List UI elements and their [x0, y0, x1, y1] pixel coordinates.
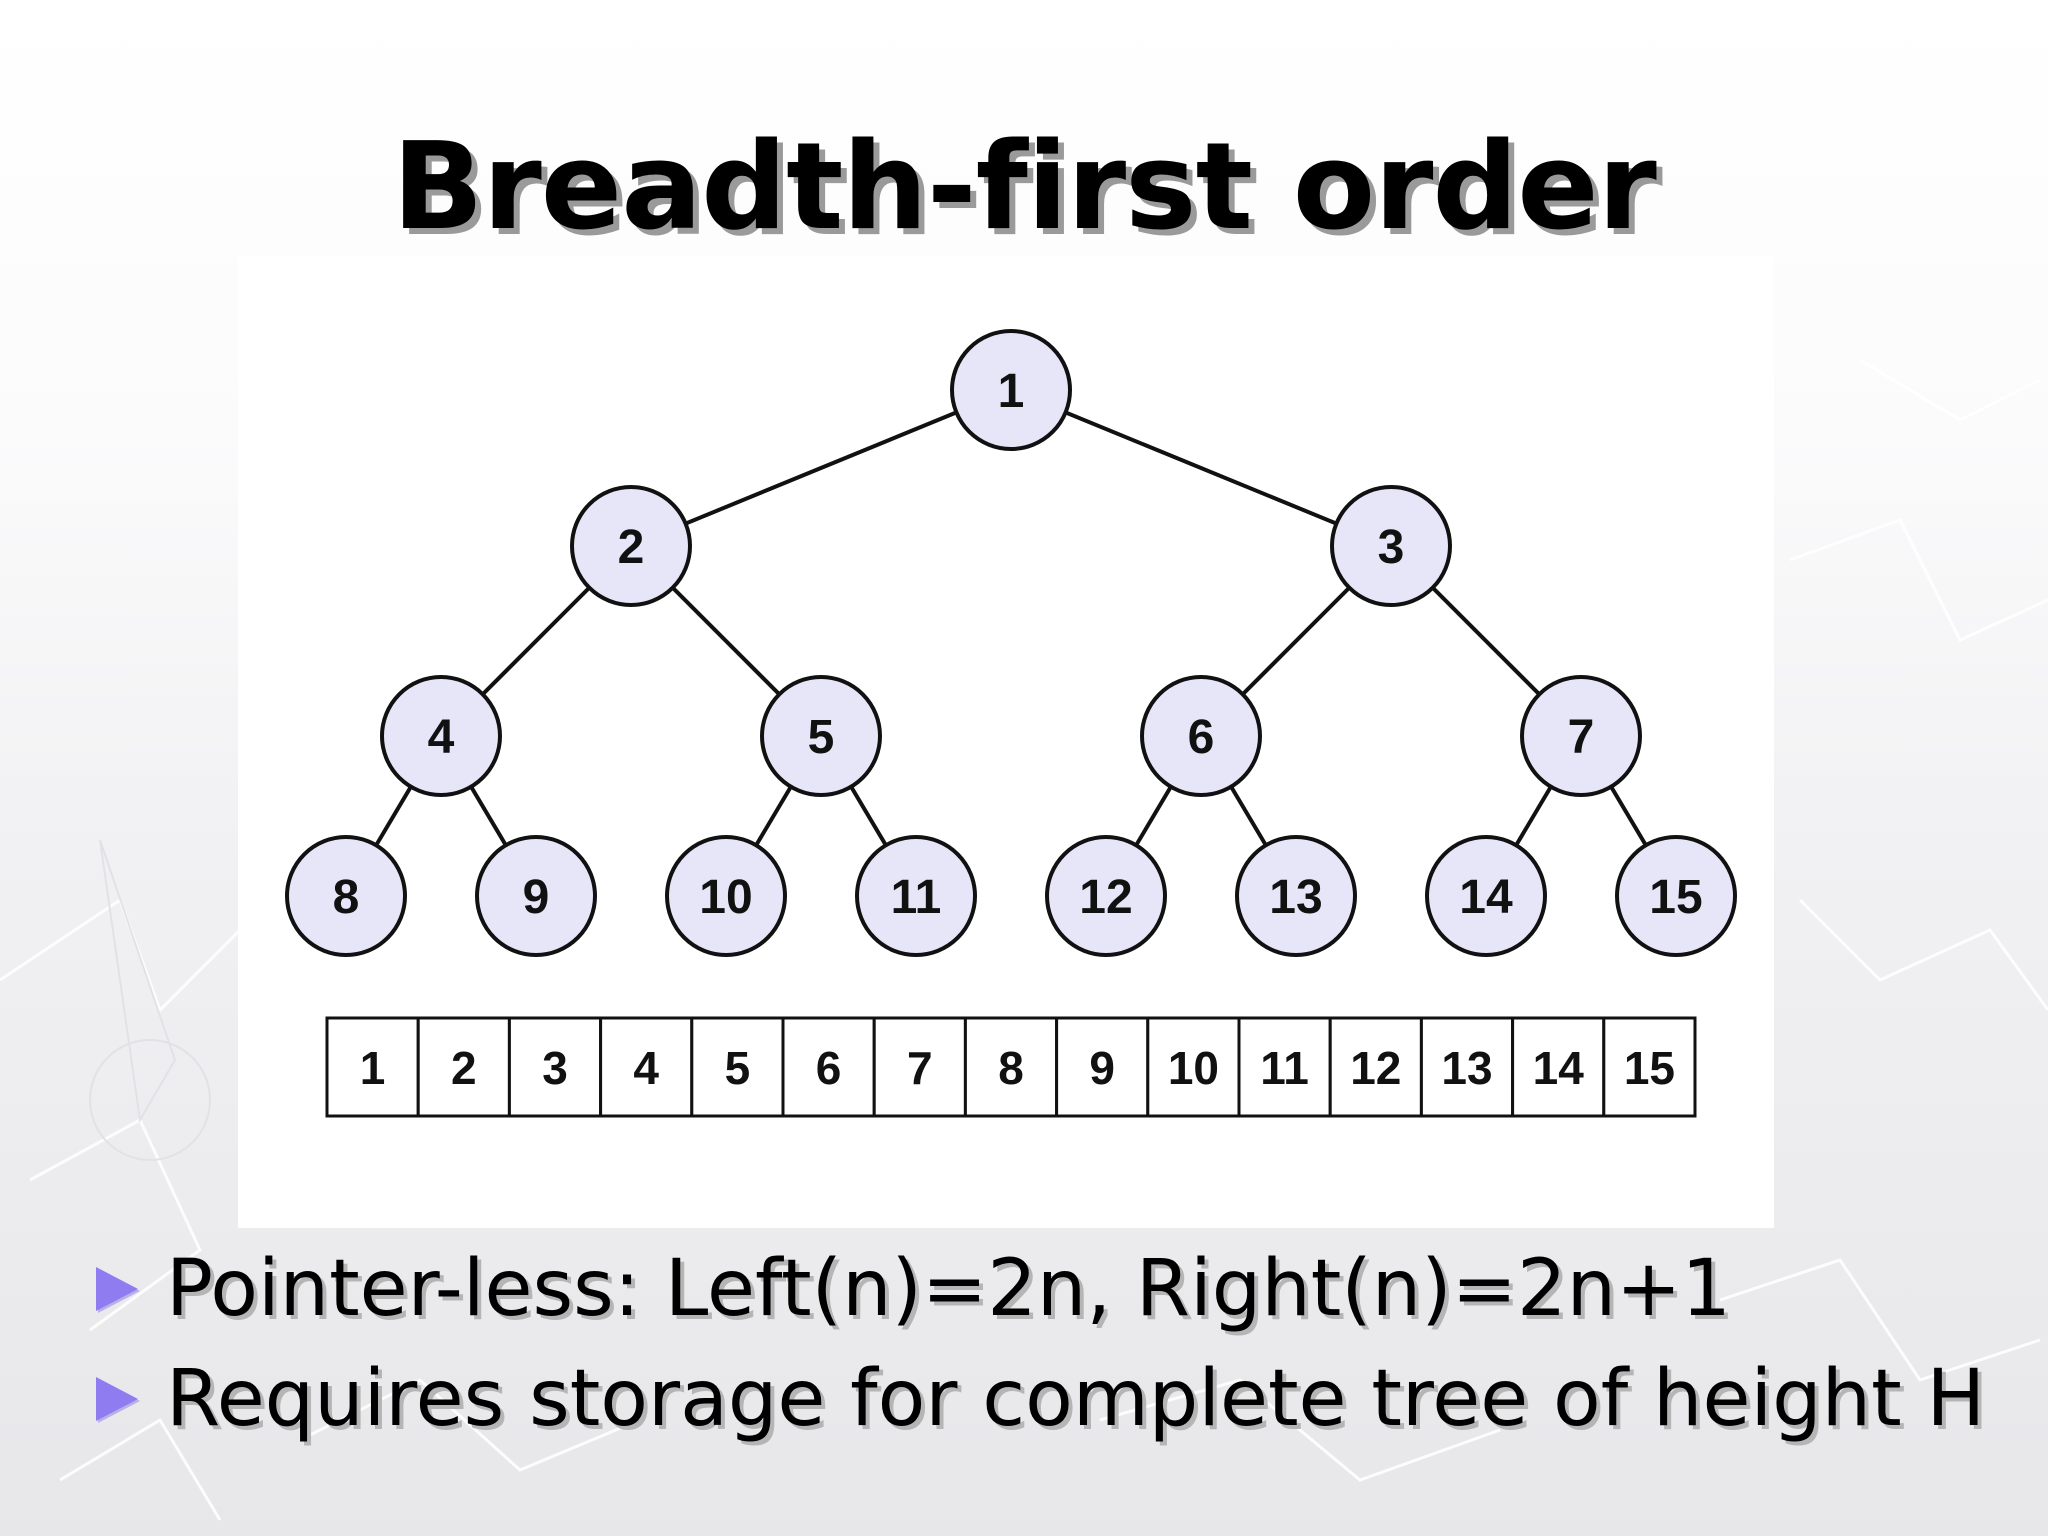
tree-node: 14 [1425, 835, 1547, 957]
bullet-text: Pointer-less: Left(n)=2n, Right(n)=2n+1 [166, 1244, 1732, 1334]
tree-node: 12 [1045, 835, 1167, 957]
array-cell-label: 8 [998, 1042, 1024, 1094]
array-cell [1237, 1016, 1332, 1118]
array-cell-label: 14 [1533, 1042, 1585, 1094]
tree-node-circle [1615, 835, 1737, 957]
array-cell [1055, 1016, 1150, 1118]
tree-node: 6 [1140, 675, 1262, 797]
tree-node-label: 14 [1459, 871, 1513, 924]
array-cell [963, 1016, 1059, 1118]
tree-node: 7 [1520, 675, 1642, 797]
array-cell [1419, 1016, 1515, 1118]
array-cell-label: 9 [1089, 1042, 1115, 1094]
tree-edge [630, 388, 1012, 548]
tree-node-circle [1140, 675, 1262, 797]
array-cell-label: 5 [725, 1042, 751, 1094]
tree-node-label: 5 [808, 711, 835, 764]
array-cell-label: 6 [816, 1042, 842, 1094]
tree-node-label: 12 [1079, 871, 1132, 924]
tree-node-label: 7 [1568, 711, 1595, 764]
tree-node-circle [1330, 485, 1452, 607]
tree-node: 5 [760, 675, 882, 797]
tree-node: 1 [950, 329, 1072, 451]
tree-node: 9 [475, 835, 597, 957]
tree-node-circle [1235, 835, 1357, 957]
tree-node: 11 [855, 835, 977, 957]
slide-title: Breadth-first order [392, 118, 1657, 257]
tree-node-circle [760, 675, 882, 797]
triangle-bullet-icon [96, 1377, 138, 1421]
tree-node-circle [1520, 675, 1642, 797]
tree-node-circle [1425, 835, 1547, 957]
array-cell [325, 1016, 420, 1118]
tree-node: 2 [570, 485, 692, 607]
bullet-item: Requires storage for complete tree of he… [96, 1344, 1996, 1454]
tree-node-label: 6 [1188, 711, 1215, 764]
tree-edge [1010, 388, 1392, 548]
tree-node-label: 1 [998, 365, 1025, 418]
tree-node: 4 [380, 675, 502, 797]
tree-node-circle [570, 485, 692, 607]
tree-node-circle [665, 835, 787, 957]
array-cell [1602, 1016, 1697, 1118]
array-cell-label: 15 [1624, 1042, 1675, 1094]
tree-node-label: 4 [428, 711, 455, 764]
tree-node-circle [950, 329, 1072, 451]
tree-node-label: 11 [891, 871, 942, 924]
triangle-bullet-icon [96, 1267, 138, 1311]
tree-node-label: 9 [523, 871, 550, 924]
tree-node-circle [285, 835, 407, 957]
tree-node-label: 15 [1649, 871, 1702, 924]
tree-node: 10 [665, 835, 787, 957]
tree-node-label: 13 [1269, 871, 1322, 924]
tree-node-circle [1045, 835, 1167, 957]
array-cell-label: 12 [1350, 1042, 1401, 1094]
array-cell [507, 1016, 603, 1118]
tree-node: 3 [1330, 485, 1452, 607]
bullet-text: Requires storage for complete tree of he… [166, 1354, 1986, 1444]
tree-node-label: 10 [699, 871, 752, 924]
array-cell [1511, 1016, 1606, 1118]
array-cell [872, 1016, 967, 1118]
tree-node: 15 [1615, 835, 1737, 957]
array-cell [599, 1016, 694, 1118]
tree-node-circle [855, 835, 977, 957]
tree-node: 8 [285, 835, 407, 957]
array-cell-label: 2 [451, 1042, 477, 1094]
tree-edges [344, 388, 1678, 898]
array-cell-label: 11 [1260, 1042, 1309, 1094]
tree-node-circle [475, 835, 597, 957]
array-cell-label: 10 [1168, 1042, 1219, 1094]
array-cell-label: 13 [1441, 1042, 1492, 1094]
bullet-list: Pointer-less: Left(n)=2n, Right(n)=2n+1 … [96, 1234, 1996, 1454]
array-cell-label: 1 [360, 1042, 386, 1094]
bullet-item: Pointer-less: Left(n)=2n, Right(n)=2n+1 [96, 1234, 1996, 1344]
tree-node: 13 [1235, 835, 1357, 957]
tree-node-label: 3 [1378, 521, 1405, 574]
tree-node-circle [380, 675, 502, 797]
tree-node-label: 2 [618, 521, 645, 574]
array-cell [690, 1016, 785, 1118]
array-cell [416, 1016, 511, 1118]
tree-node-label: 8 [333, 871, 360, 924]
array-cell-label: 3 [542, 1042, 568, 1094]
array-cell-label: 7 [907, 1042, 933, 1094]
array-cell-label: 4 [633, 1042, 659, 1094]
